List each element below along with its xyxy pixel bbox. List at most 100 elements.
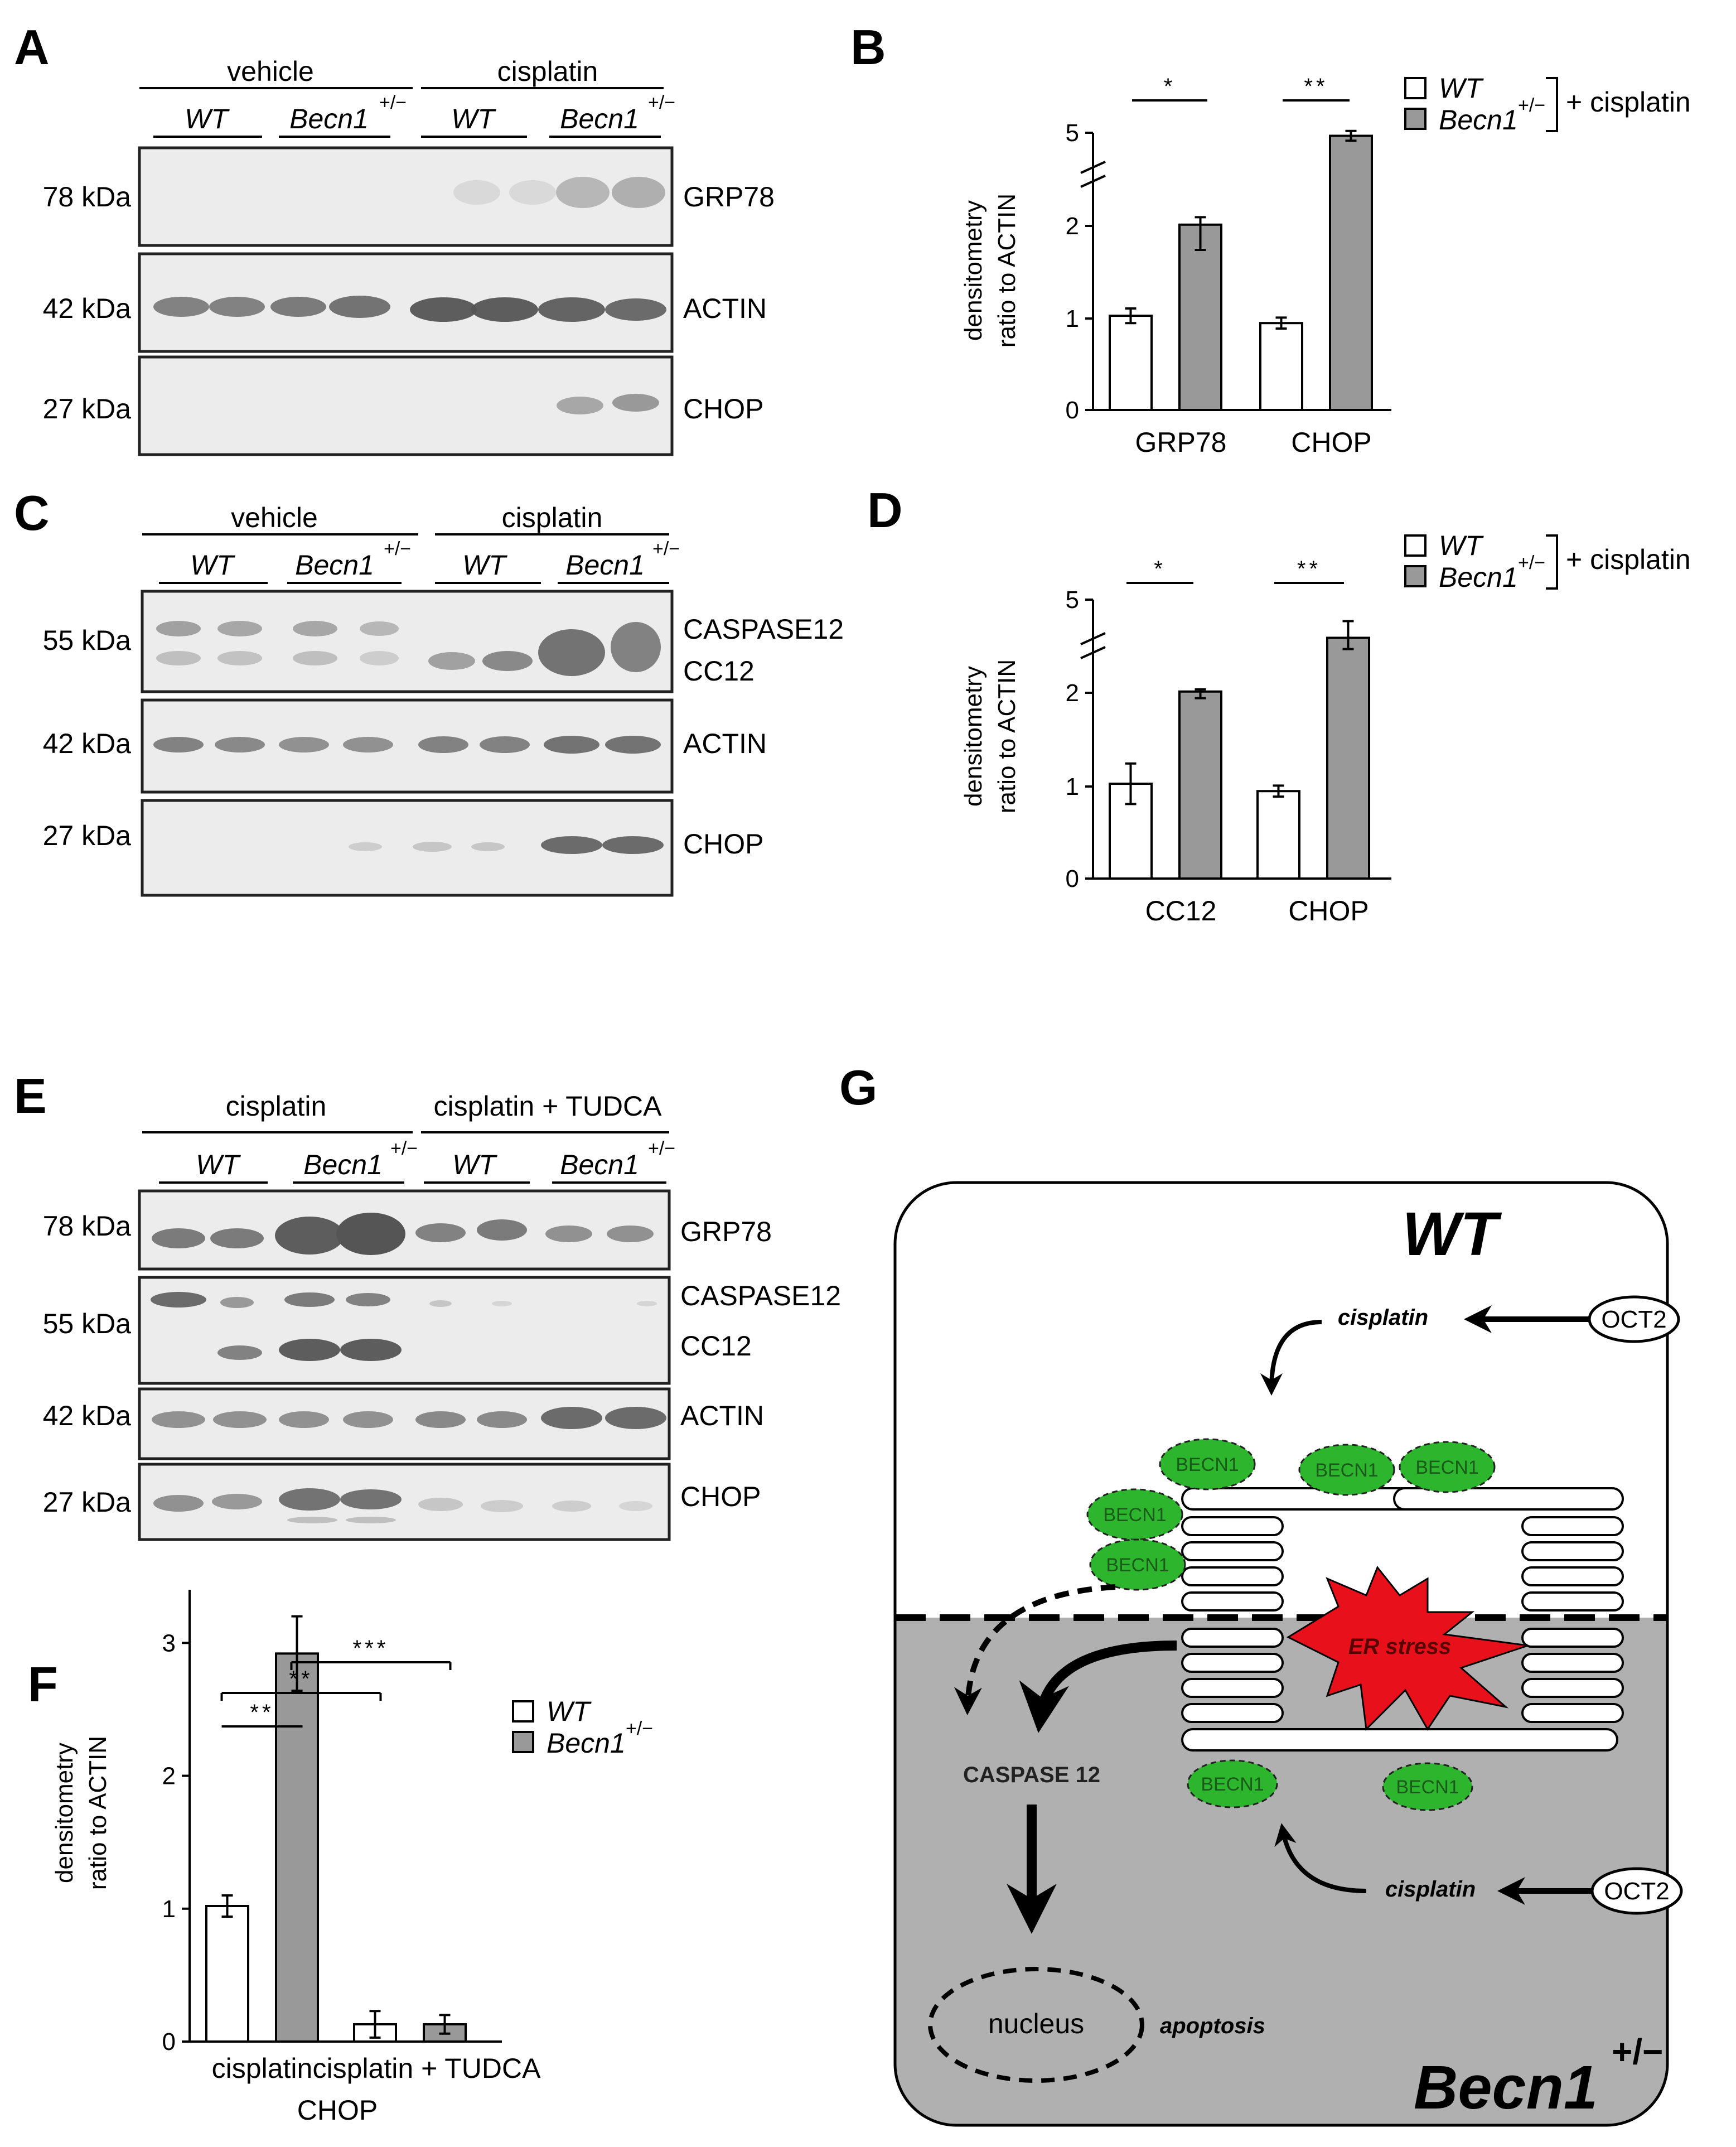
- treatment-label: cisplatin: [226, 1091, 327, 1122]
- panel-letter-e: E: [14, 1068, 47, 1123]
- bar: [1329, 134, 1373, 411]
- axis-break: [1080, 632, 1106, 645]
- diagram-wt-title: WT: [1402, 1200, 1502, 1268]
- protein-label: ACTIN: [680, 1400, 764, 1431]
- bar: [1178, 690, 1222, 880]
- y-tick-label: 2: [1066, 679, 1079, 707]
- legend-suffix: + cisplatin: [1566, 86, 1691, 118]
- significance-label: **: [289, 1667, 313, 1691]
- er-cisternae: [1181, 1487, 1624, 1752]
- y-tick-label: 5: [1066, 586, 1079, 614]
- genotype-sup: +/−: [648, 92, 675, 113]
- y-axis-label-line: ratio to ACTIN: [84, 1736, 112, 1890]
- becn1-label: BECN1: [1315, 1460, 1378, 1481]
- legend-d: WT Becn1 +/− + cisplatin: [1404, 530, 1691, 593]
- legend-sup: +/−: [1518, 552, 1545, 573]
- protein-label: CHOP: [683, 393, 763, 424]
- x-category-label: CC12: [1145, 895, 1217, 927]
- blot-a: vehicle cisplatin WT Becn1 +/− WT Becn1 …: [43, 56, 775, 456]
- legend-sup: +/−: [626, 1718, 653, 1739]
- genotype-sup: +/−: [379, 92, 407, 113]
- treatment-label: cisplatin + TUDCA: [434, 1091, 663, 1122]
- bar: [1256, 790, 1300, 880]
- legend-f: WT Becn1 +/−: [512, 1696, 653, 1759]
- genotype-label: WT: [451, 103, 496, 134]
- nucleus: [928, 1967, 1144, 2083]
- y-axis-label-line: densitometry: [960, 666, 987, 807]
- y-tick-label: 3: [162, 1629, 176, 1657]
- genotype-label: WT: [196, 1149, 241, 1180]
- cisplatin-label: cisplatin: [1385, 1877, 1476, 1902]
- legend-b: WT Becn1 +/− + cisplatin: [1404, 73, 1691, 136]
- becn1-label: BECN1: [1201, 1774, 1264, 1795]
- protein-label: GRP78: [680, 1216, 772, 1247]
- protein-label: CASPASE12: [680, 1280, 841, 1311]
- mw-label: 55 kDa: [43, 1308, 132, 1339]
- becn1-label: BECN1: [1176, 1454, 1239, 1475]
- x-category-label: cisplatin + TUDCA: [313, 2053, 541, 2084]
- genotype-sup: +/−: [390, 1138, 418, 1159]
- x-group-label: CHOP: [297, 2095, 378, 2126]
- x-category-label: CHOP: [1288, 895, 1369, 927]
- er-stress-burst: [1286, 1566, 1529, 1731]
- y-tick-label: 0: [162, 2028, 176, 2056]
- treatment-label: vehicle: [227, 56, 314, 87]
- mw-label: 55 kDa: [43, 625, 132, 656]
- significance-label: ***: [353, 1636, 389, 1661]
- legend-sup: +/−: [1518, 95, 1545, 116]
- mw-label: 42 kDa: [43, 1400, 132, 1431]
- panel-letter-b: B: [850, 20, 886, 75]
- significance-label: *: [1154, 557, 1166, 581]
- legend-wt: WT: [1439, 73, 1484, 104]
- genotype-label: Becn1: [560, 103, 639, 134]
- genotype-sup: +/−: [652, 538, 680, 559]
- legend-becn: Becn1: [1439, 562, 1518, 593]
- caspase12-label: CASPASE 12: [963, 1763, 1100, 1787]
- protein-label: ACTIN: [683, 728, 767, 759]
- diagram-mutant-sup: +/−: [1612, 2032, 1664, 2072]
- treatment-label: cisplatin: [502, 502, 603, 533]
- y-tick-label: 5: [1066, 119, 1079, 147]
- mw-label: 27 kDa: [43, 820, 132, 851]
- mw-label: 27 kDa: [43, 1487, 132, 1518]
- protein-label: CC12: [680, 1330, 752, 1362]
- x-category-label: cisplatin: [212, 2053, 313, 2084]
- panel-letter-d: D: [867, 483, 903, 538]
- blot-bands: [153, 621, 664, 854]
- y-tick-label: 1: [1066, 305, 1079, 332]
- diagram-g: ER stress BECN1 BECN1 BECN1 BECN1 BECN1 …: [893, 1181, 1683, 2127]
- bar: [1178, 223, 1222, 411]
- mw-label: 78 kDa: [43, 181, 132, 213]
- blot-e: cisplatin cisplatin + TUDCA WT Becn1 +/−…: [43, 1091, 841, 1541]
- er-stress-label: ER stress: [1348, 1634, 1452, 1659]
- legend-wt: WT: [547, 1696, 592, 1727]
- genotype-label: WT: [185, 103, 230, 134]
- oct2-label: OCT2: [1604, 1878, 1669, 1905]
- blot-c: vehicle cisplatin WT Becn1 +/− WT Becn1 …: [43, 502, 844, 897]
- x-category-label: CHOP: [1291, 427, 1371, 458]
- y-tick-label: 0: [1066, 397, 1079, 424]
- blot-bands: [151, 1213, 666, 1523]
- y-tick-label: 2: [162, 1763, 176, 1790]
- becn1-label: BECN1: [1103, 1504, 1166, 1526]
- mw-label: 27 kDa: [43, 393, 132, 424]
- protein-label: CHOP: [680, 1481, 761, 1512]
- legend-becn: Becn1: [547, 1728, 626, 1759]
- x-category-label: GRP78: [1135, 427, 1227, 458]
- genotype-label: Becn1: [289, 103, 369, 134]
- y-tick-label: 0: [1066, 865, 1079, 892]
- legend-wt: WT: [1439, 530, 1484, 561]
- genotype-label: Becn1: [560, 1149, 639, 1180]
- bar: [275, 1652, 319, 2043]
- becn1-label: BECN1: [1415, 1457, 1478, 1478]
- becn1-label: BECN1: [1106, 1555, 1169, 1576]
- bar: [1259, 322, 1303, 412]
- protein-label: GRP78: [683, 181, 775, 213]
- genotype-label: WT: [190, 549, 235, 581]
- y-axis-label-line: densitometry: [51, 1743, 78, 1883]
- genotype-label: Becn1: [565, 549, 645, 581]
